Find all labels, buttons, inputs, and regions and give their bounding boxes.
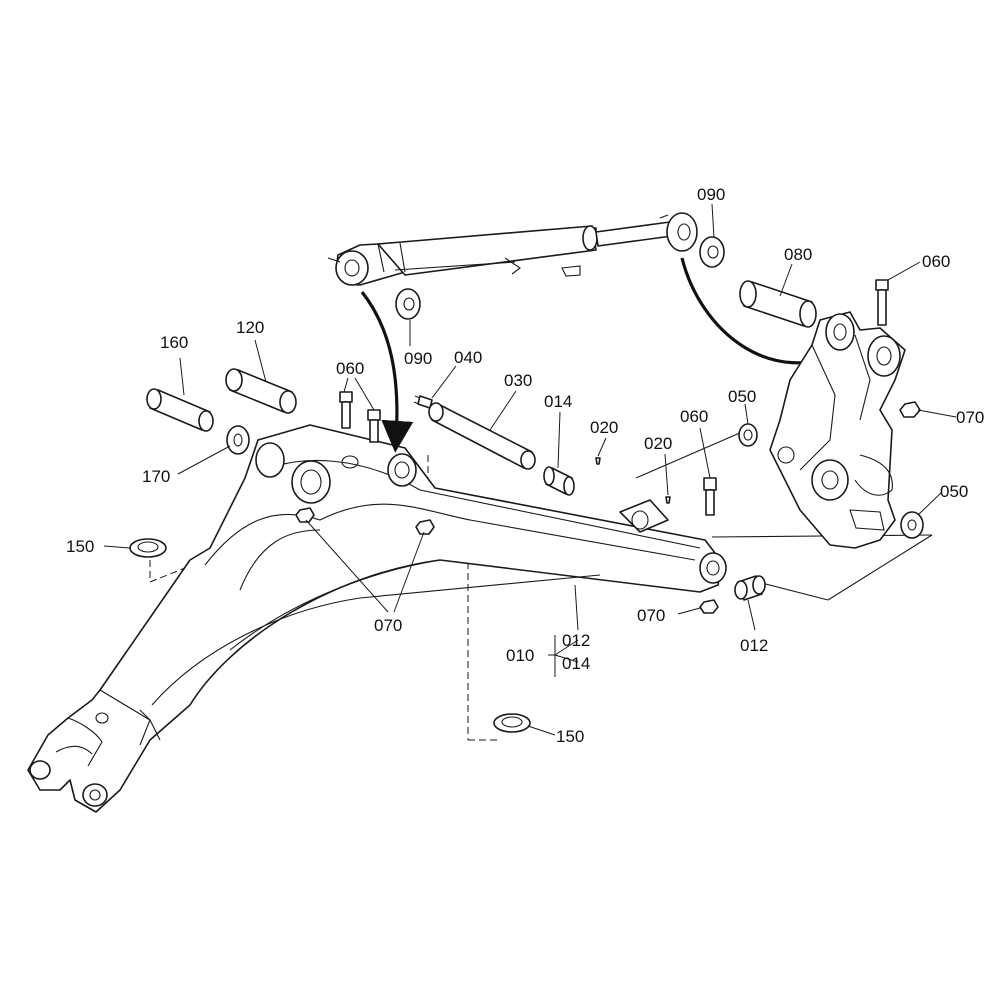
callout-060-left: 060 bbox=[336, 359, 364, 378]
bolt-060-right bbox=[875, 279, 889, 326]
assembly-arrow-left bbox=[360, 291, 414, 453]
hydraulic-cylinder bbox=[327, 212, 698, 286]
bolts-060-left bbox=[339, 391, 381, 443]
washer-090-a bbox=[699, 236, 725, 268]
shim-150-a bbox=[129, 538, 167, 558]
callout-012-stack: 012 bbox=[562, 631, 590, 650]
nut-070-right bbox=[899, 401, 921, 418]
callout-090-left: 090 bbox=[404, 349, 432, 368]
callout-010: 010 bbox=[506, 646, 534, 665]
nut-070-bottom bbox=[699, 599, 719, 614]
washer-090-b bbox=[395, 288, 421, 320]
callout-120: 120 bbox=[236, 318, 264, 337]
pin-030 bbox=[428, 402, 536, 470]
callout-070-right: 070 bbox=[956, 408, 984, 427]
callout-030: 030 bbox=[504, 371, 532, 390]
callout-150-left: 150 bbox=[66, 537, 94, 556]
bushing-012 bbox=[734, 575, 766, 601]
callout-080: 080 bbox=[784, 245, 812, 264]
callout-070-left: 070 bbox=[374, 616, 402, 635]
pin-160 bbox=[146, 388, 214, 432]
bushing-014 bbox=[543, 466, 575, 496]
callout-020-a: 020 bbox=[590, 418, 618, 437]
leader-lines bbox=[103, 203, 957, 736]
callout-050-top: 050 bbox=[728, 387, 756, 406]
callout-170: 170 bbox=[142, 467, 170, 486]
callout-070-bottom: 070 bbox=[637, 606, 665, 625]
callout-060-centre: 060 bbox=[680, 407, 708, 426]
callout-150-bottom: 150 bbox=[556, 727, 584, 746]
shim-150-b bbox=[493, 713, 531, 733]
pin-080 bbox=[739, 280, 817, 328]
washer-170 bbox=[226, 425, 250, 455]
pin-120 bbox=[225, 368, 297, 414]
nuts-070-left bbox=[295, 507, 435, 535]
washer-050-a bbox=[738, 423, 758, 447]
callout-040: 040 bbox=[454, 348, 482, 367]
grease-nipple-020-a bbox=[595, 457, 601, 465]
callout-020-b: 020 bbox=[644, 434, 672, 453]
callout-014-stack: 014 bbox=[562, 654, 590, 673]
boom-arm bbox=[27, 424, 727, 813]
callout-012-right: 012 bbox=[740, 636, 768, 655]
callout-090-top: 090 bbox=[697, 185, 725, 204]
grease-nipple-020-b bbox=[665, 496, 671, 504]
callout-labels: 090 090 080 060 060 060 040 030 014 020 … bbox=[66, 185, 984, 746]
bolt-060-centre bbox=[703, 477, 717, 516]
washer-050-b bbox=[900, 511, 924, 539]
callout-050-bottom: 050 bbox=[940, 482, 968, 501]
callout-160: 160 bbox=[160, 333, 188, 352]
callout-060-right: 060 bbox=[922, 252, 950, 271]
callout-014: 014 bbox=[544, 392, 572, 411]
swing-bracket bbox=[769, 311, 906, 549]
grease-fitting-040 bbox=[413, 395, 433, 409]
